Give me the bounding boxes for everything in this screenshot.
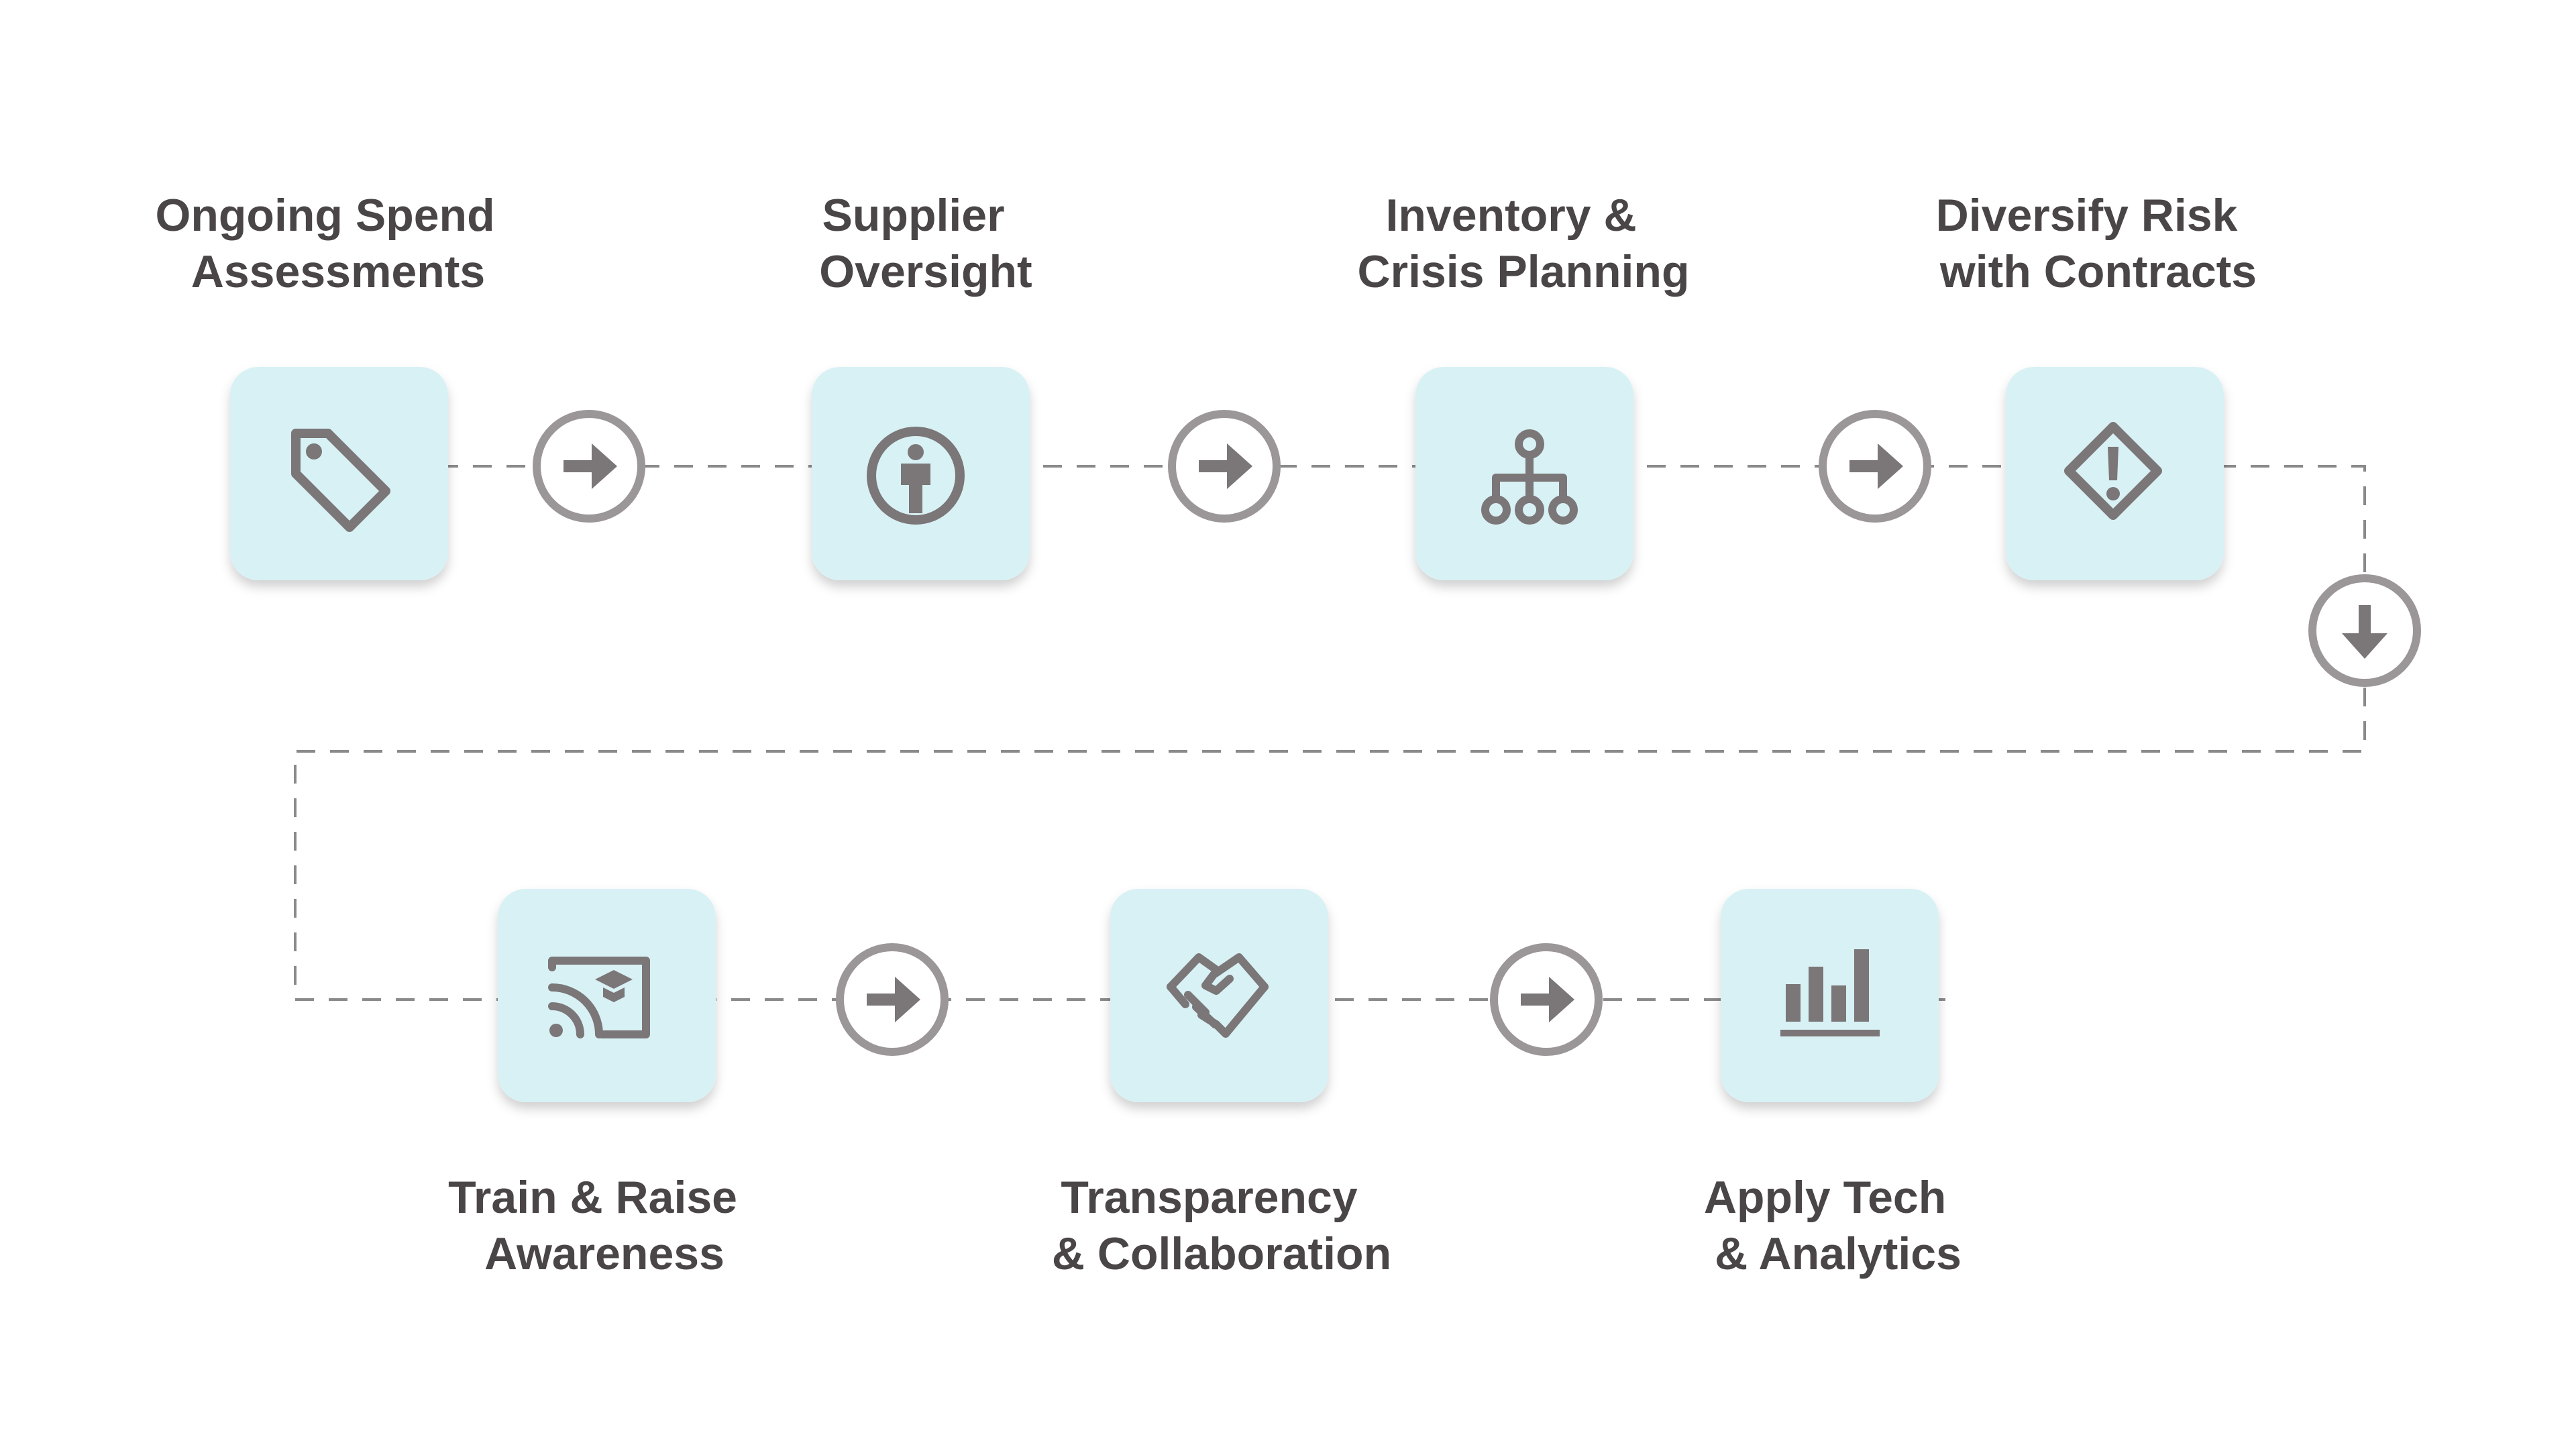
arrow-right-icon (1819, 410, 1931, 523)
step-diversify-risk: Diversify Risk with Contracts (1936, 190, 2257, 580)
step-label-line2: Assessments (191, 246, 485, 297)
step-supplier-oversight: Supplier Oversight (812, 190, 1032, 580)
icon-tile (1721, 889, 1939, 1102)
handshake-icon (1167, 953, 1269, 1038)
step-label-line2: Crisis Planning (1358, 246, 1690, 297)
step-label-line1: Transparency (1061, 1172, 1357, 1223)
step-label-line1: Ongoing Spend (155, 190, 494, 241)
step-label-line1: Apply Tech (1704, 1172, 1946, 1223)
step-label-line1: Train & Raise (448, 1172, 737, 1223)
step-transparency: Transparency & Collaboration (1052, 889, 1391, 1279)
price-tag-icon (291, 429, 390, 532)
step-label-line1: Diversify Risk (1936, 190, 2238, 241)
arrow-down-icon (2308, 574, 2421, 687)
step-label: Inventory & Crisis Planning (1358, 190, 1690, 297)
arrow-right-icon (1490, 943, 1603, 1056)
hierarchy-icon (1481, 429, 1578, 525)
step-train-awareness: Train & Raise Awareness (448, 889, 750, 1279)
step-label: Transparency & Collaboration (1052, 1172, 1391, 1279)
warning-diamond-icon (2064, 422, 2162, 520)
arrow-right-icon (1168, 410, 1281, 523)
step-ongoing-spend: Ongoing Spend Assessments (155, 190, 507, 580)
step-label: Supplier Oversight (819, 190, 1032, 297)
arrow-right-icon (533, 410, 645, 523)
icon-tile (230, 367, 448, 580)
step-label-line1: Inventory & (1386, 190, 1637, 241)
step-tech-analytics: Apply Tech & Analytics (1704, 889, 1962, 1279)
step-label-line2: & Analytics (1715, 1228, 1962, 1279)
arrow-right-icon (836, 943, 949, 1056)
step-label: Ongoing Spend Assessments (155, 190, 507, 297)
step-label: Diversify Risk with Contracts (1936, 190, 2257, 297)
step-label-line2: Oversight (819, 246, 1032, 297)
step-label: Apply Tech & Analytics (1704, 1172, 1962, 1279)
cast-learning-icon (548, 957, 650, 1038)
icon-tile (1110, 889, 1328, 1102)
step-label-line2: with Contracts (1939, 246, 2257, 297)
step-label-line2: & Collaboration (1052, 1228, 1391, 1279)
step-label-line2: Awareness (484, 1228, 724, 1279)
step-inventory-crisis: Inventory & Crisis Planning (1358, 190, 1690, 580)
bar-chart-icon (1780, 949, 1880, 1036)
step-label: Train & Raise Awareness (448, 1172, 750, 1279)
step-label-line1: Supplier (822, 190, 1005, 241)
person-info-icon (867, 427, 965, 525)
